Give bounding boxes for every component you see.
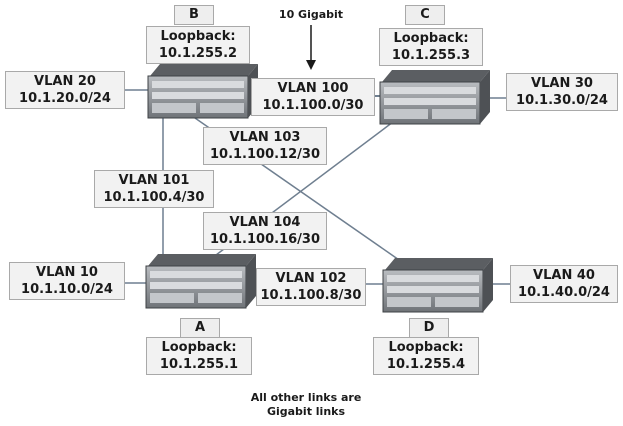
vlan-102-subnet: 10.1.100.8/30 — [260, 288, 362, 303]
switch-a-tag-text: A — [194, 320, 206, 335]
vlan-103-label: VLAN 103 10.1.100.12/30 — [203, 127, 327, 165]
vlan-104-subnet: 10.1.100.16/30 — [209, 232, 321, 247]
vlan-40-label: VLAN 40 10.1.40.0/24 — [510, 265, 618, 303]
switch-b-icon — [147, 64, 258, 119]
vlan-10-subnet: 10.1.10.0/24 — [21, 282, 113, 297]
annotation-10-gigabit: 10 Gigabit — [276, 8, 346, 22]
vlan-101-label: VLAN 101 10.1.100.4/30 — [94, 170, 214, 208]
switch-b-tag: B — [174, 5, 214, 25]
vlan-102-name: VLAN 102 — [275, 271, 347, 286]
vlan-103-subnet: 10.1.100.12/30 — [209, 147, 321, 162]
switch-c-tag-text: C — [420, 7, 430, 22]
vlan-100-name: VLAN 100 — [277, 81, 349, 96]
vlan-20-name: VLAN 20 — [34, 74, 96, 89]
switch-c-tag: C — [405, 5, 445, 25]
vlan-20-label: VLAN 20 10.1.20.0/24 — [5, 71, 125, 109]
vlan-30-label: VLAN 30 10.1.30.0/24 — [506, 73, 618, 111]
vlan-104-label: VLAN 104 10.1.100.16/30 — [203, 212, 327, 250]
switch-c-loopback-title: Loopback: — [393, 31, 469, 46]
vlan-40-name: VLAN 40 — [533, 268, 595, 283]
switch-d-loopback-ip: 10.1.255.4 — [386, 357, 466, 372]
vlan-100-label: VLAN 100 10.1.100.0/30 — [251, 78, 375, 116]
vlan-103-name: VLAN 103 — [229, 130, 301, 145]
switch-d-tag: D — [409, 318, 449, 338]
footnote-line-2: Gigabit links — [266, 405, 346, 418]
vlan-104-name: VLAN 104 — [229, 215, 301, 230]
vlan-100-subnet: 10.1.100.0/30 — [262, 98, 364, 113]
switch-d-loopback-title: Loopback: — [388, 340, 464, 355]
vlan-30-subnet: 10.1.30.0/24 — [516, 93, 608, 108]
vlan-40-subnet: 10.1.40.0/24 — [518, 285, 610, 300]
switch-b-loopback: Loopback: 10.1.255.2 — [146, 26, 250, 64]
switch-c-icon — [379, 70, 490, 125]
switch-a-tag: A — [180, 318, 220, 338]
footnote: All other links are Gigabit links — [236, 391, 376, 419]
footnote-line-1: All other links are — [250, 391, 362, 404]
switch-a-loopback: Loopback: 10.1.255.1 — [146, 337, 252, 375]
switch-d-loopback: Loopback: 10.1.255.4 — [373, 337, 479, 375]
vlan-101-name: VLAN 101 — [118, 173, 190, 188]
vlan-20-subnet: 10.1.20.0/24 — [19, 91, 111, 106]
vlan-10-label: VLAN 10 10.1.10.0/24 — [9, 262, 125, 300]
switch-d-icon — [382, 258, 493, 313]
switch-a-loopback-title: Loopback: — [161, 340, 237, 355]
annotation-10-gigabit-text: 10 Gigabit — [278, 8, 344, 21]
switch-b-loopback-title: Loopback: — [160, 29, 236, 44]
vlan-101-subnet: 10.1.100.4/30 — [103, 190, 205, 205]
switch-c-loopback: Loopback: 10.1.255.3 — [379, 28, 483, 66]
switch-b-loopback-ip: 10.1.255.2 — [158, 46, 238, 61]
vlan-30-name: VLAN 30 — [531, 76, 593, 91]
vlan-10-name: VLAN 10 — [36, 265, 98, 280]
arrow-10g-head — [306, 60, 316, 70]
switch-a-loopback-ip: 10.1.255.1 — [159, 357, 239, 372]
vlan-102-label: VLAN 102 10.1.100.8/30 — [256, 268, 366, 306]
switch-c-loopback-ip: 10.1.255.3 — [391, 48, 471, 63]
switch-b-tag-text: B — [189, 7, 199, 22]
switch-d-tag-text: D — [423, 320, 435, 335]
switch-a-icon — [145, 254, 256, 309]
